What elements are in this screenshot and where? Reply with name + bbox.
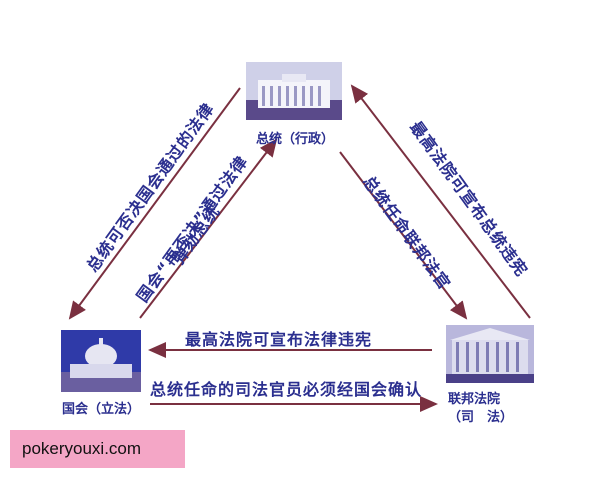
arrow-congress-to-president <box>139 138 278 319</box>
president-label: 总统（行政） <box>256 132 335 147</box>
watermark-link[interactable]: pokeryouxi.com <box>10 430 185 468</box>
edge-label-confirm: 总统任命的司法官员必须经国会确认 <box>150 380 423 399</box>
arrow-court-to-president <box>350 84 531 319</box>
capitol-image <box>61 330 141 392</box>
edge-label-court-law: 最高法院可宣布法律违宪 <box>185 330 373 349</box>
court-label: 联邦法院 <box>448 392 501 407</box>
arrow-president-to-congress <box>68 87 241 320</box>
white-house-image <box>246 62 342 120</box>
court-sublabel: （司 法） <box>448 410 514 425</box>
congress-label: 国会（立法） <box>62 402 141 417</box>
arrow-president-to-court <box>339 151 468 320</box>
supreme-court-image <box>446 325 534 383</box>
